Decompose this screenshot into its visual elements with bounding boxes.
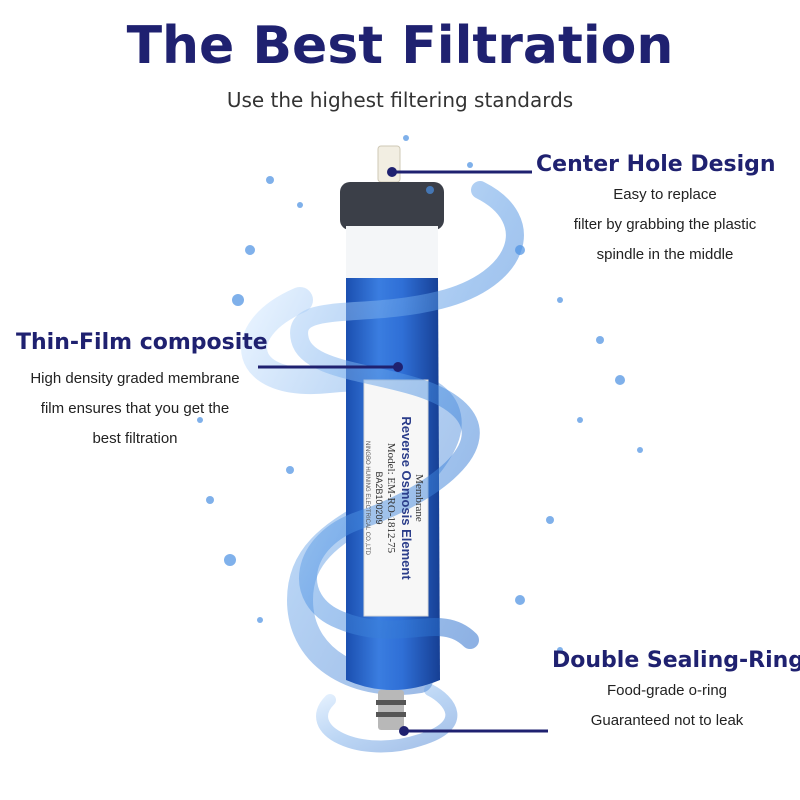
callout-thin-film-line-3: best filtration <box>92 430 178 447</box>
callout-sealing-ring-line-2: Guaranteed not to leak <box>590 712 744 729</box>
water-splash-lower <box>316 684 458 753</box>
label-type: Membrane <box>413 474 425 522</box>
callout-center-hole-line-2: filter by grabbing the plastic <box>573 216 757 233</box>
pointer-sealing-ring-dot <box>399 726 409 736</box>
page-subtitle: Use the highest filtering standards <box>226 88 574 112</box>
label-model-caption: Model: <box>385 443 397 475</box>
callout-thin-film-title: Thin-Film composite <box>16 330 268 355</box>
callout-sealing-ring-title: Double Sealing-Ring <box>552 648 800 673</box>
label-model-line: Model: EM-RO-1812-75 <box>385 443 397 554</box>
o-ring-1 <box>376 700 406 705</box>
callout-center-hole-line-3: spindle in the middle <box>596 246 734 263</box>
water-swirl-back <box>241 287 462 695</box>
water-swirl-front <box>290 181 524 649</box>
bottom-fitting <box>378 690 404 730</box>
callout-thin-film-line-2: film ensures that you get the <box>40 400 230 417</box>
pointer-center-hole-dot <box>387 167 397 177</box>
callout-thin-film-line-1: High density graded membrane <box>30 370 240 387</box>
product-label: Membrane Reverse Osmosis Element Model: … <box>364 416 425 580</box>
end-cap-ring <box>340 182 444 230</box>
o-ring-2 <box>376 712 406 717</box>
callout-center-hole-title: Center Hole Design <box>536 152 776 177</box>
pointer-thin-film-dot <box>393 362 403 372</box>
label-maker: NINGBO HUINING ELECTRICAL CO.,LTD <box>364 441 370 556</box>
end-cap <box>346 226 438 278</box>
label-serial: BA2B100209 <box>374 471 384 524</box>
callout-center-hole-line-1: Easy to replace <box>613 186 717 203</box>
callout-sealing-ring-line-1: Food-grade o-ring <box>606 682 728 699</box>
label-name: Reverse Osmosis Element <box>399 416 414 580</box>
label-model-value: EM-RO-1812-75 <box>385 477 397 553</box>
page-title: The Best Filtration <box>126 16 674 76</box>
spindle <box>377 145 401 183</box>
water-droplets <box>197 135 643 653</box>
